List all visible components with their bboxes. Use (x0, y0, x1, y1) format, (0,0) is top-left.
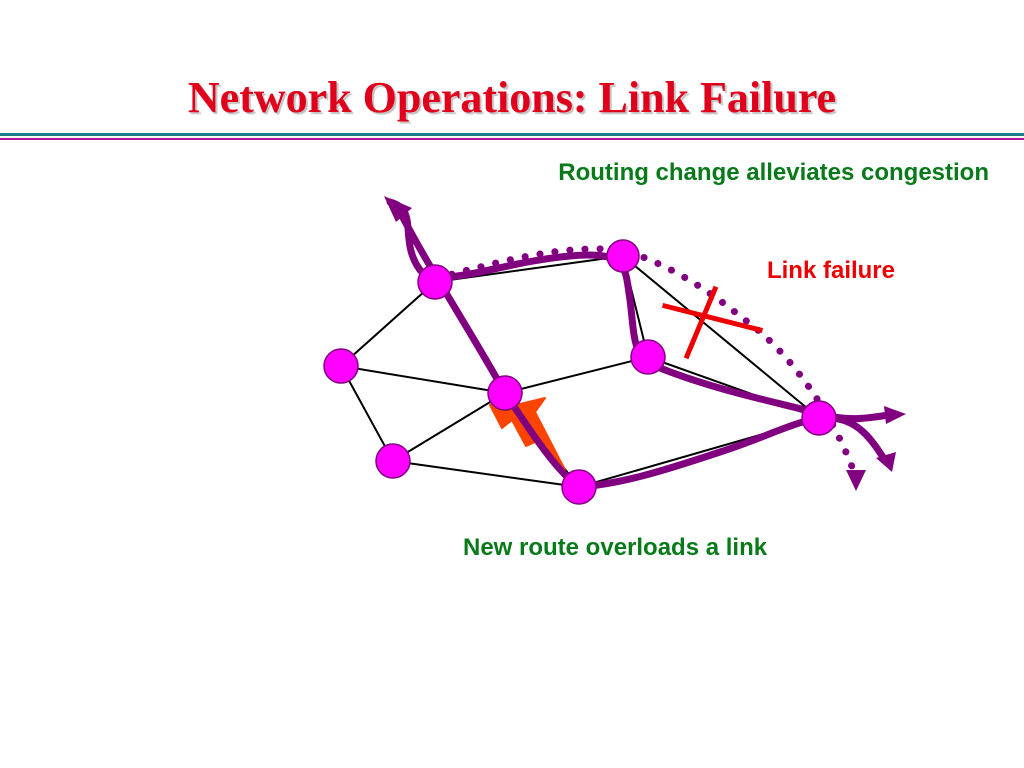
title-rule-magenta (0, 138, 1024, 140)
node-lower-left (375, 443, 411, 479)
dotted-route-arrow-icon (846, 470, 866, 491)
node-center (487, 375, 523, 411)
new-route-lower-end-arrow-icon (876, 452, 896, 472)
node-middle (630, 339, 666, 375)
node-upper (417, 264, 453, 300)
overload-label: New route overloads a link (463, 534, 768, 561)
network-links (340, 255, 820, 488)
link-failure-x-icon (661, 285, 764, 360)
link-left-center (340, 365, 506, 394)
original-route-dotted (433, 245, 860, 482)
slide-title: Network Operations: Link Failure (187, 73, 837, 122)
link-left-lower (340, 365, 394, 462)
link-lowerleft-bottom (392, 460, 580, 488)
link-failure-label: Link failure (766, 257, 895, 284)
link-left-upper (340, 281, 436, 367)
routes-origin-arrow-icon (384, 196, 412, 222)
link-center-middle (504, 356, 649, 394)
node-left (323, 348, 359, 384)
title-rule-teal (0, 133, 1024, 136)
node-right (801, 400, 837, 436)
routing-change-label: Routing change alleviates congestion (558, 159, 989, 186)
network-nodes (323, 239, 837, 505)
node-bottom (561, 469, 597, 505)
node-top-right (606, 239, 640, 273)
new-route-upper-end-arrow-icon (884, 406, 906, 424)
link-failed (622, 255, 820, 419)
link-lowerleft-center (392, 392, 506, 462)
